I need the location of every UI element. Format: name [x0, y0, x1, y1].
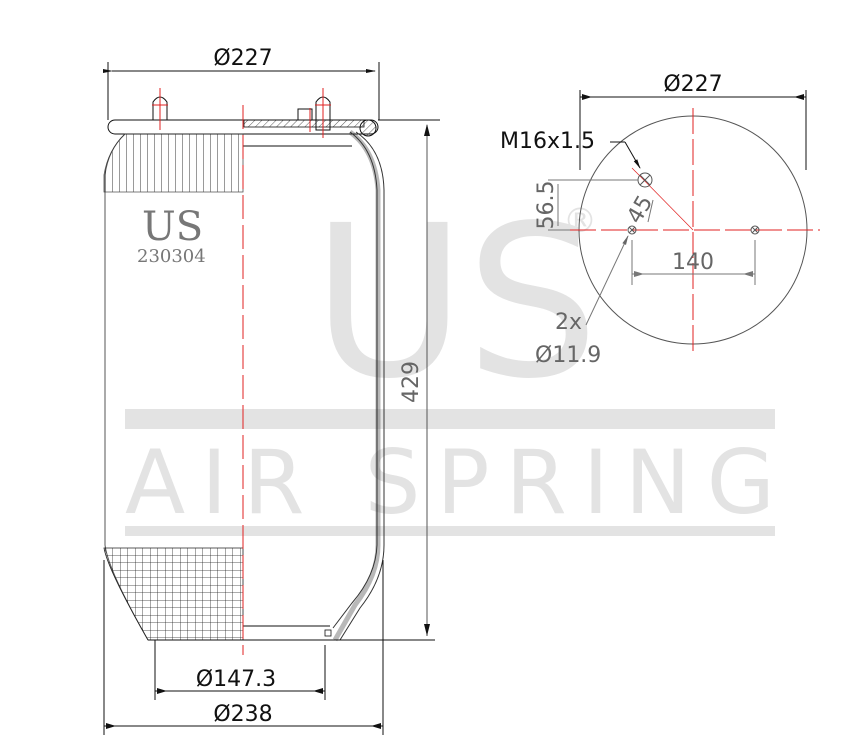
dim-max-diameter: Ø238: [213, 702, 272, 727]
bolt-hole-left: [627, 225, 637, 235]
dim-top-view-diameter: Ø227: [663, 72, 722, 97]
watermark: US ® AIR SPRING: [125, 180, 775, 536]
hole-leader: [585, 235, 629, 326]
watermark-registered: ®: [563, 201, 597, 241]
piston-grid: [103, 547, 244, 641]
stud-right: [315, 96, 331, 131]
bellow-ribs: [103, 133, 244, 193]
dim-angle: 45: [623, 191, 659, 228]
dim-height: 429: [399, 361, 424, 403]
dim-offset: 56.5: [534, 181, 559, 230]
dim-top-diameter: Ø227: [213, 46, 272, 71]
watermark-bar-bottom: [125, 526, 775, 536]
top-plate-section: [243, 119, 365, 128]
part-number: 230304: [137, 246, 206, 267]
watermark-tagline: AIR SPRING: [125, 431, 775, 534]
bolt-hole-right: [750, 225, 760, 235]
dim-bolt-spacing: 140: [672, 250, 714, 275]
bead-curl: [359, 119, 377, 137]
air-fitting: [297, 108, 313, 121]
watermark-logo: US: [312, 180, 599, 425]
diagonal-centerline: [631, 167, 694, 231]
thread-hole: [637, 172, 653, 188]
dim-piston-diameter: Ø147.3: [196, 667, 276, 692]
piston-bolt: [324, 629, 332, 637]
watermark-bar-top: [125, 409, 775, 429]
brand-stamp: US: [142, 204, 203, 250]
top-view: Ø227 M16x1.5 56.5 45 140 2x Ø11.9: [500, 72, 820, 368]
thread-label: M16x1.5: [500, 129, 595, 154]
thread-leader: [624, 141, 641, 169]
side-view: US 230304 Ø227 429 Ø147.3 Ø238: [103, 46, 440, 735]
bellow-wall-outer: [339, 131, 385, 641]
hole-count: 2x: [555, 310, 582, 335]
bellow-wall-inner: [332, 131, 378, 629]
hole-diameter: Ø11.9: [535, 343, 601, 368]
